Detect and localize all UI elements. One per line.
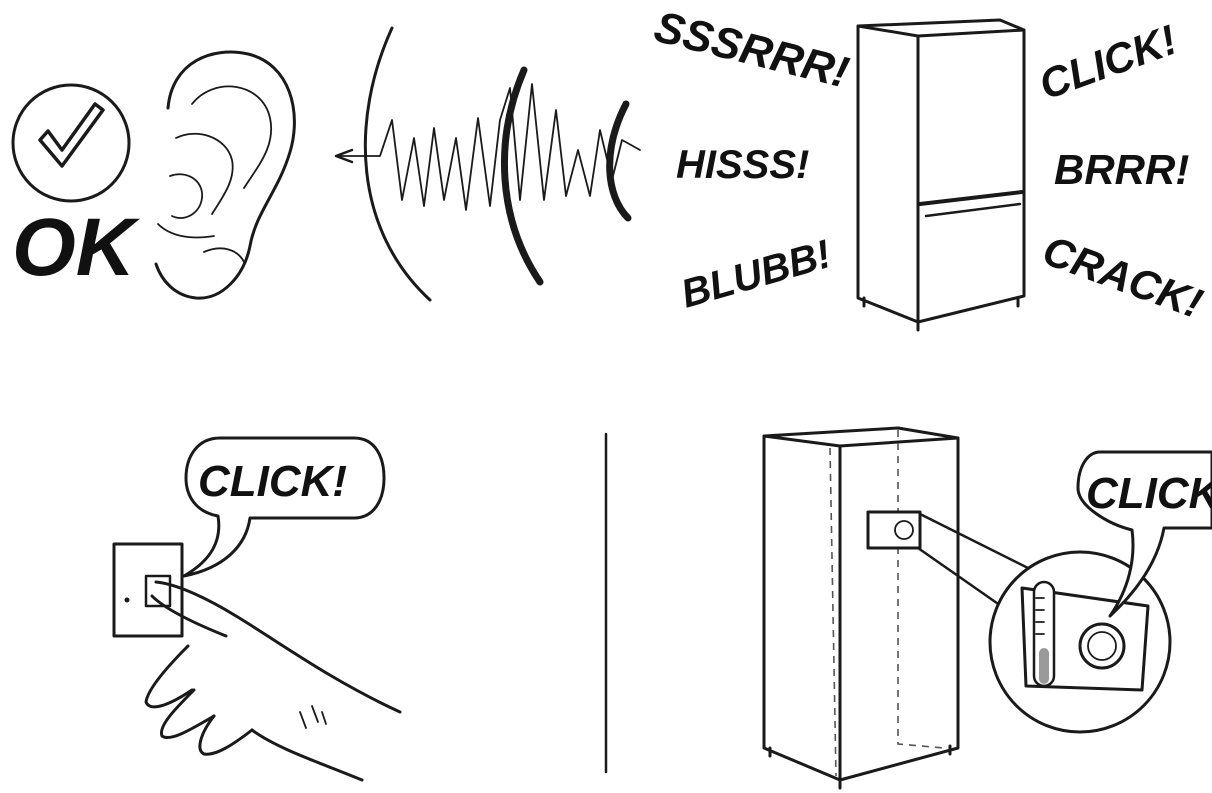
- ok-label: OK: [12, 202, 141, 293]
- ear-illustration: [154, 50, 296, 300]
- sound-blubb: BLUBB!: [676, 232, 836, 317]
- fridge-freezer-illustration: [856, 18, 1026, 332]
- bubble-right-text: CLICK: [1086, 469, 1212, 518]
- sound-click: CLICK!: [1033, 16, 1183, 109]
- zoom-connector: [916, 512, 1042, 610]
- speech-bubble-left: [182, 436, 386, 578]
- thermometer-icon: [1032, 580, 1056, 688]
- checkmark-icon: [11, 83, 131, 203]
- sound-hisss: HISSS!: [676, 143, 809, 187]
- sound-crack: CRACK!: [1037, 226, 1209, 327]
- sound-sssrrr: SSSRRR!: [650, 2, 854, 97]
- sound-brrr: BRRR!: [1054, 146, 1189, 193]
- speech-bubble-right: [1076, 450, 1212, 618]
- sound-wave-illustration: [334, 26, 641, 302]
- wall-switch-illustration: [112, 542, 184, 638]
- bubble-left-text: CLICK!: [198, 457, 347, 506]
- refrigerator-illustration: [762, 426, 960, 790]
- hand-illustration: [144, 580, 402, 782]
